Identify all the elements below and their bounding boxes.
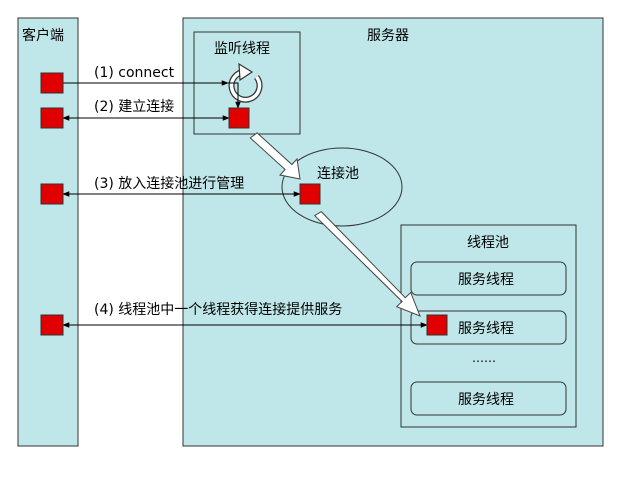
refresh-icon	[228, 62, 263, 103]
client-node-1	[40, 72, 64, 94]
pool-title: 连接池	[317, 165, 359, 182]
thread-pool-title: 线程池	[467, 235, 509, 251]
worker-label-1: 服务线程	[458, 272, 514, 288]
worker-box-1	[410, 261, 567, 296]
worker-label-2: 服务线程	[458, 321, 514, 337]
listener-title: 监听线程	[214, 41, 270, 57]
worker-node	[426, 314, 448, 336]
client-node-3	[40, 183, 64, 205]
listener-to-pool-arrow	[249, 132, 301, 180]
client-node-4	[40, 314, 64, 336]
client-title: 客户端	[22, 27, 64, 44]
worker-label-3: 服务线程	[458, 392, 514, 408]
step-label-2: (2) 建立连接	[94, 98, 174, 115]
connect-arrow-down	[228, 82, 241, 109]
client-node-2	[40, 107, 64, 129]
pool-to-threadpool-arrow	[313, 210, 421, 317]
listener-node	[228, 107, 250, 129]
step-label-4: (4) 线程池中一个线程获得连接提供服务	[94, 301, 342, 318]
server-title: 服务器	[367, 28, 409, 44]
step-label-3: (3) 放入连接池进行管理	[94, 175, 244, 192]
pool-node	[299, 183, 321, 205]
pool-ellipse	[281, 147, 403, 227]
step-label-1: (1) connect	[94, 65, 175, 81]
worker-ellipsis: ……	[472, 351, 496, 365]
worker-box-3	[410, 381, 567, 416]
